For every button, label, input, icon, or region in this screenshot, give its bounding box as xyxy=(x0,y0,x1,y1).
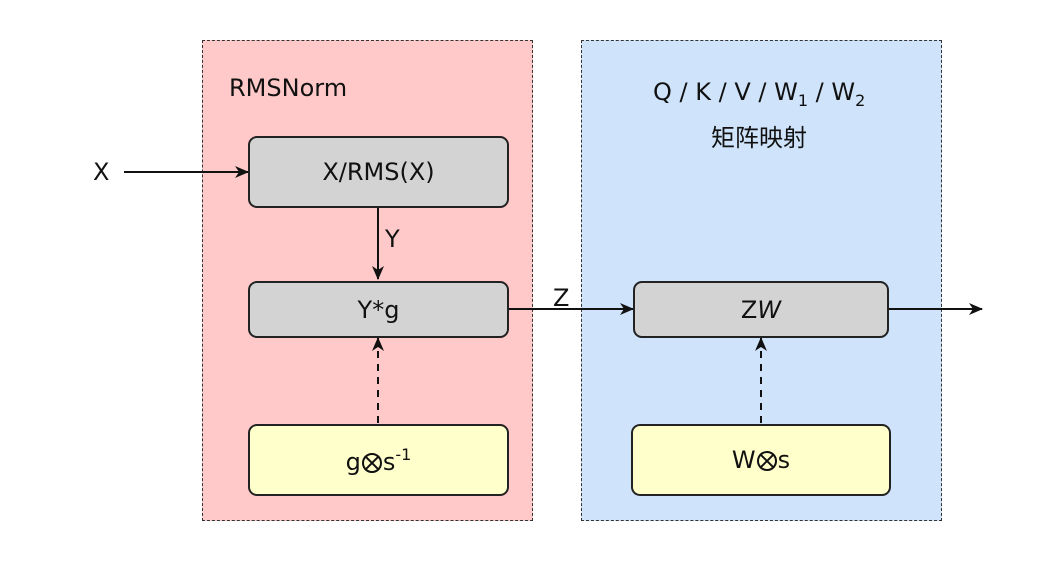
zw-box: ZW xyxy=(633,281,889,338)
rms-normalize-box: X/RMS(X) xyxy=(248,136,509,208)
y-edge-label: Y xyxy=(385,225,400,253)
rmsnorm-title: RMSNorm xyxy=(229,74,348,102)
matrix-mapping-subtitle: 矩阵映射 xyxy=(711,124,807,152)
zw-label: ZW xyxy=(740,295,782,324)
z-edge-label: Z xyxy=(553,284,570,312)
scale-by-g-box: Y*g xyxy=(248,281,509,338)
matrix-mapping-title: Q / K / V / W1 / W2 xyxy=(653,78,866,110)
x-input-label: X xyxy=(93,158,110,186)
rms-normalize-label: X/RMS(X) xyxy=(322,158,435,186)
scale-by-g-label: Y*g xyxy=(357,295,400,324)
otimes-icon xyxy=(756,451,777,471)
otimes-icon xyxy=(361,452,382,473)
